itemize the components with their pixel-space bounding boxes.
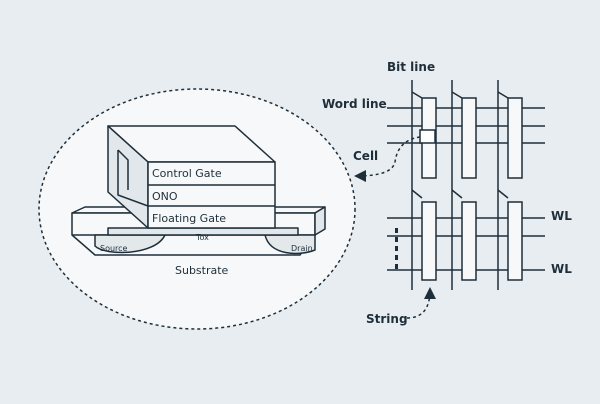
highlighted-cell [419,129,436,144]
drain-label: Drain [291,244,313,253]
source-label: Source [100,244,128,253]
string-arrow [406,287,436,319]
control-gate-label: Control Gate [152,167,222,180]
substrate-label: Substrate [175,264,229,277]
cell-label: Cell [353,149,378,163]
ono-label: ONO [152,190,178,203]
word-line-label: Word line [322,97,387,111]
string-label: String [366,312,408,326]
tox-label: Tox [195,233,209,242]
wl-label-1: WL [551,209,572,223]
continuation-dots [395,228,398,269]
gate-stack [107,125,276,229]
floating-gate-label: Floating Gate [152,212,226,225]
cell-arrow [354,136,421,182]
string-cells [421,97,523,281]
bit-line-label: Bit line [387,60,435,74]
wl-label-2: WL [551,262,572,276]
